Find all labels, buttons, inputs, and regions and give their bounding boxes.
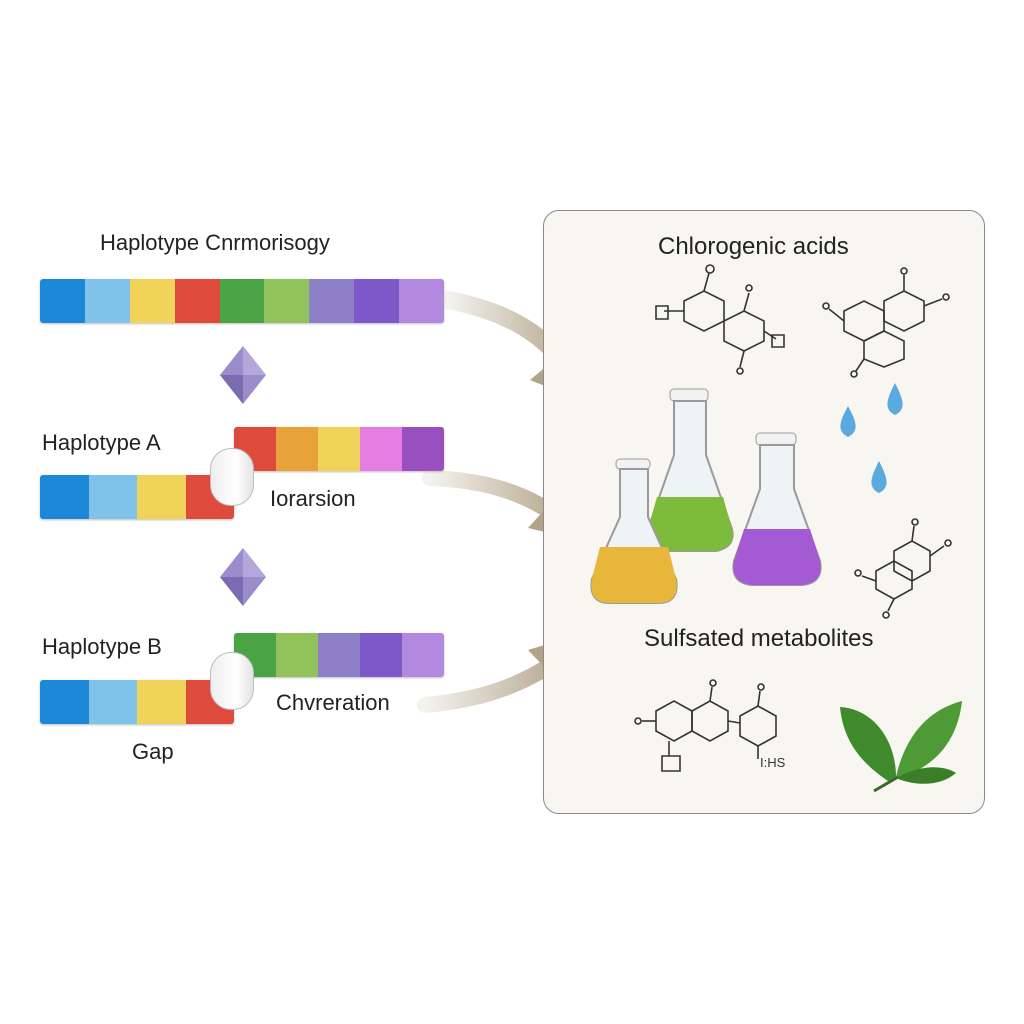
droplet-icon	[871, 461, 887, 493]
bar-segment	[276, 633, 318, 677]
bar-segment	[88, 475, 137, 519]
haplotype-main-bar	[40, 279, 444, 323]
bar-segment	[137, 475, 186, 519]
sulfated-metabolites-title: Sulfsated metabolites	[644, 625, 874, 652]
bar-segment	[174, 279, 220, 323]
bar-segment	[399, 279, 444, 323]
haplotype-a-inverted-bar	[234, 427, 444, 471]
bar-segment	[402, 633, 444, 677]
diamond-icon	[220, 346, 266, 404]
conversion-label: Chvreration	[276, 690, 390, 715]
haplotype-b-label: Haplotype B	[42, 634, 162, 659]
panel-illustrations	[590, 264, 962, 793]
molecule-tag: I:HS	[760, 755, 786, 770]
molecule-icon	[634, 679, 777, 772]
bar-segment	[354, 279, 400, 323]
flask-icon	[646, 388, 734, 552]
haplotype-b-breakpoint	[210, 652, 254, 710]
bar-segment	[360, 427, 402, 471]
bar-segment	[264, 279, 310, 323]
bar-segment	[402, 427, 444, 471]
haplotype-a-breakpoint	[210, 448, 254, 506]
droplet-icon	[887, 383, 903, 415]
flask-icon	[590, 458, 678, 604]
inversion-label: Iorarsion	[270, 486, 356, 511]
haplotype-a-label: Haplotype A	[42, 430, 161, 455]
flask-icon	[732, 432, 822, 586]
metabolite-panel: Chlorogenic acids Sulfsated metabolites	[543, 210, 985, 814]
molecule-icon	[854, 518, 952, 619]
bar-segment	[276, 427, 318, 471]
chlorogenic-acids-title: Chlorogenic acids	[658, 233, 849, 260]
bar-segment	[40, 475, 89, 519]
leaf-icon	[840, 701, 962, 793]
bar-segment	[137, 680, 186, 724]
bar-segment	[360, 633, 402, 677]
bar-segment	[40, 279, 85, 323]
molecule-icon	[655, 264, 785, 375]
bar-segment	[40, 680, 89, 724]
haplotype-b-converted-bar	[234, 633, 444, 677]
bar-segment	[88, 680, 137, 724]
molecule-icon	[822, 267, 950, 378]
haplotype-main-label: Haplotype Cnrmorisogy	[100, 230, 330, 255]
haplotype-b-left-bar	[40, 680, 234, 724]
gap-label: Gap	[132, 739, 174, 764]
bar-segment	[318, 427, 360, 471]
bar-segment	[219, 279, 265, 323]
haplotype-a-left-bar	[40, 475, 234, 519]
bar-segment	[309, 279, 355, 323]
bar-segment	[129, 279, 175, 323]
bar-segment	[84, 279, 130, 323]
diamond-icon	[220, 548, 266, 606]
bar-segment	[318, 633, 360, 677]
droplet-icon	[840, 406, 856, 437]
